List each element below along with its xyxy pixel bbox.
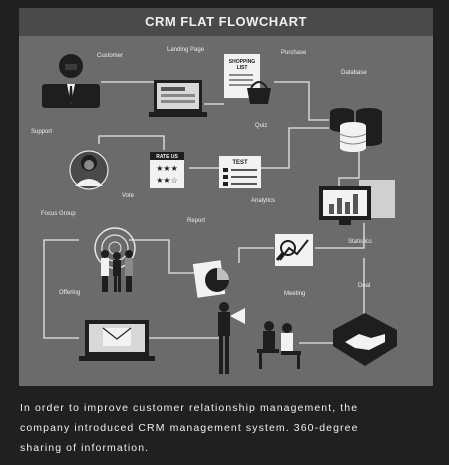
svg-text:★★★: ★★★ [156, 164, 178, 173]
laptop-icon [149, 80, 207, 117]
svg-text:★★☆: ★★☆ [156, 176, 178, 185]
label-landing-page: Landing Page [167, 47, 205, 53]
label-purchase: Purchase [281, 50, 307, 56]
analytics-monitor-icon [319, 180, 395, 225]
label-report: Report [187, 218, 206, 224]
meeting-people-icon [218, 302, 301, 374]
shopping-basket-icon [247, 81, 271, 104]
connector-database-analytics [338, 148, 360, 188]
connector-report-focus [129, 239, 194, 274]
connector-lines [43, 81, 365, 344]
label-database: Database [341, 70, 367, 76]
customer-icon [42, 54, 100, 108]
label-deal: Deal [358, 283, 371, 289]
database-icon [330, 108, 382, 152]
caption-line-3: sharing of information. [20, 442, 150, 454]
handshake-icon [333, 313, 397, 366]
test-label: TEST [232, 160, 248, 166]
label-quiz: Quiz [255, 123, 268, 129]
statistics-chart-icon [275, 234, 313, 266]
page-title: CRM FLAT FLOWCHART [145, 14, 307, 29]
list-label: LIST [237, 65, 248, 71]
label-offering: Offering [59, 290, 81, 296]
connector-test-database [261, 127, 329, 169]
focus-group-icon [94, 227, 136, 292]
caption-text: In order to improve customer relationshi… [20, 398, 435, 458]
rate-us-icon: RATE US ★★★ ★★☆ [150, 152, 184, 188]
report-chart-icon [192, 260, 229, 298]
rate-us-label: RATE US [156, 154, 178, 160]
label-statistics: Statistics [348, 239, 373, 245]
test-sheet-icon: TEST [219, 156, 261, 188]
connector-statistics-report [238, 247, 274, 263]
connector-focus-left [43, 239, 79, 339]
label-vote: Vote [122, 193, 135, 199]
label-focus-group: Focus Group [41, 211, 76, 217]
label-support: Support [31, 129, 53, 135]
caption-line-2: company introduced CRM management system… [20, 422, 359, 434]
connector-support-rate [98, 135, 165, 150]
label-meeting: Meeting [284, 291, 306, 297]
title-band [19, 8, 433, 36]
flowchart-panel: CRM FLAT FLOWCHART [19, 8, 433, 386]
caption-line-1: In order to improve customer relationshi… [20, 402, 359, 414]
label-customer: Customer [97, 53, 124, 59]
connector-purchase-database [274, 81, 329, 121]
support-person-icon [69, 150, 109, 190]
flowchart-diagram: SHOPPING LIST [42, 54, 397, 374]
connector-analytics-statistics [315, 223, 365, 249]
label-analytics: Analytics [251, 198, 276, 204]
shopping-label: SHOPPING [229, 59, 256, 65]
offering-laptop-icon [79, 320, 155, 361]
